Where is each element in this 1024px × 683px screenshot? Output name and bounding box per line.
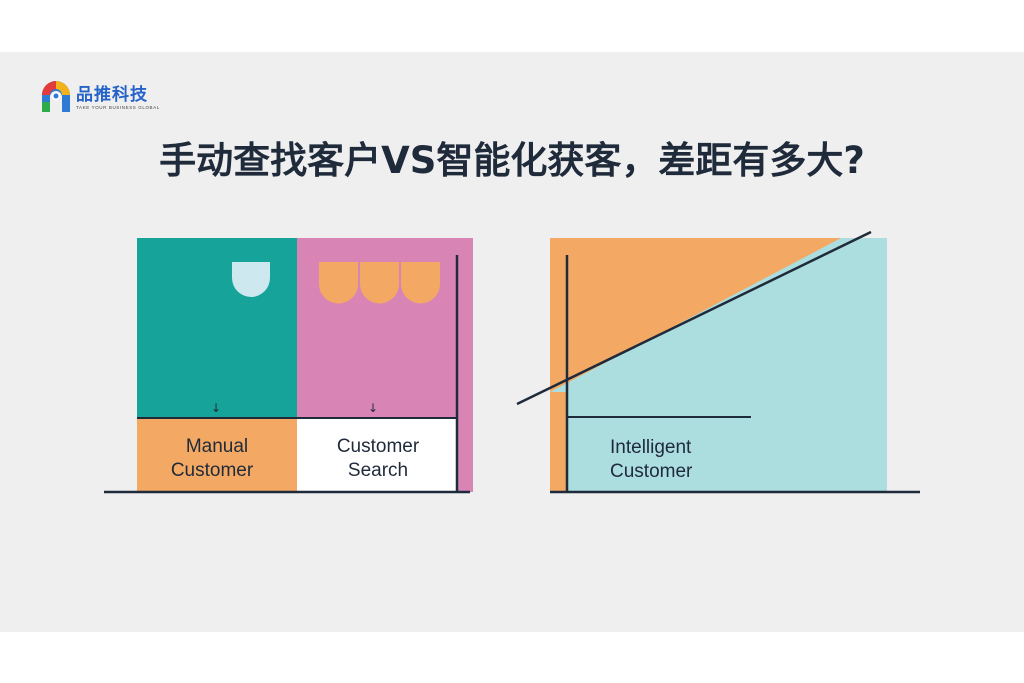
search-label-line1: Customer [337, 436, 420, 457]
down-arrow-icon: ↓ [211, 401, 221, 415]
brand-tagline: TAKE YOUR BUSINESS GLOBAL [76, 105, 160, 110]
down-arrow-icon: ↓ [368, 401, 378, 415]
funnel-tab-1 [319, 262, 358, 304]
funnel-tab-3 [401, 262, 440, 304]
intelligent-label-line2: Customer [610, 461, 693, 482]
title-part-manual: 手动查找客户 [159, 139, 382, 182]
manual-label-line1: Manual [186, 436, 248, 457]
manual-search-diagram: ↓ ↓ Manual Customer Customer Search [104, 238, 473, 494]
brand-mark-icon [42, 81, 70, 112]
page-title: 手动查找客户VS智能化获客，差距有多大? [0, 138, 1024, 184]
customer-search-box [297, 418, 457, 492]
brand-logo: 品推科技 TAKE YOUR BUSINESS GLOBAL [38, 80, 160, 116]
title-part-intelligent: 智能化获客，差距有多大? [436, 139, 865, 182]
orange-strip [550, 392, 567, 492]
intelligent-acquisition-diagram: Intelligent Customer [516, 230, 920, 494]
manual-label-line2: Customer [171, 460, 254, 481]
search-label-line2: Search [348, 460, 408, 481]
intelligent-label-line1: Intelligent [610, 437, 692, 458]
funnel-tab-single [232, 262, 270, 297]
brand-name: 品推科技 [76, 85, 148, 105]
title-vs: VS [381, 139, 437, 182]
manual-customer-box [137, 418, 297, 492]
teal-panel [137, 238, 297, 418]
growth-line [516, 230, 872, 406]
funnel-tab-2 [360, 262, 399, 304]
